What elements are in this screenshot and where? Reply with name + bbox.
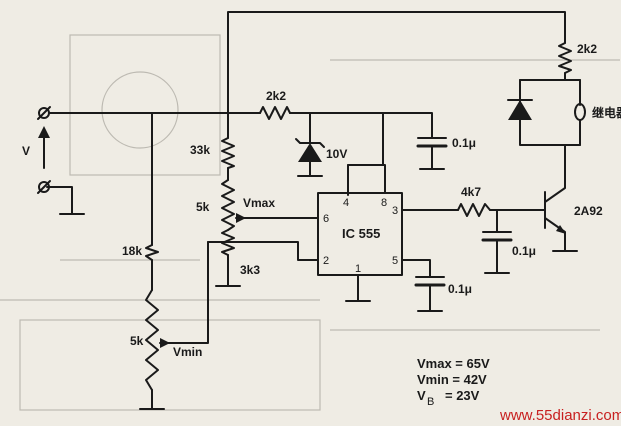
resistor-2k2-coil xyxy=(558,42,572,74)
transistor-label: 2A92 xyxy=(574,204,603,218)
ic-pin-2: 2 xyxy=(323,255,329,267)
pot-vmin-wiper-arrow xyxy=(160,338,170,348)
resistor-2k2-coil-label: 2k2 xyxy=(577,42,597,56)
transistor-emitter-arrow xyxy=(556,225,566,234)
resistor-3k3 xyxy=(221,229,235,256)
ic-555-name: IC 555 xyxy=(342,226,380,241)
spec-block: Vmax = 65V Vmin = 42V V B = 23V xyxy=(417,356,490,408)
ic-555-body xyxy=(317,192,403,276)
capacitor-top xyxy=(416,137,448,156)
input-voltage-label: V xyxy=(22,144,30,158)
resistor-33k-label: 33k xyxy=(190,143,210,157)
vmax-label: Vmax xyxy=(243,196,275,210)
pot-5k-vmax xyxy=(221,179,235,231)
ic-pin-1: 1 xyxy=(355,263,361,275)
pot-5k-vmin-label: 5k xyxy=(130,334,144,348)
vmin-label: Vmin xyxy=(173,345,202,359)
spec-vb-value: = 23V xyxy=(445,388,480,403)
zener-10v xyxy=(295,112,325,162)
resistor-4k7 xyxy=(457,203,491,217)
ic-pin-5: 5 xyxy=(392,255,398,267)
capacitor-base-label: 0.1μ xyxy=(512,244,536,258)
site-watermark: www.55dianzi.com xyxy=(499,407,621,424)
ic-pin-4: 4 xyxy=(343,197,349,209)
wires xyxy=(46,11,581,409)
input-terminals xyxy=(37,106,51,194)
spec-vb-symbol: V xyxy=(417,388,426,403)
resistor-33k xyxy=(221,137,235,169)
flyback-diode xyxy=(507,99,533,120)
resistor-18k-label: 18k xyxy=(122,244,142,258)
capacitor-pin5-label: 0.1μ xyxy=(448,282,472,296)
capacitor-base xyxy=(481,231,513,245)
relay-label: 继电器 xyxy=(592,105,621,120)
resistor-2k2-series xyxy=(259,106,291,120)
zener-10v-label: 10V xyxy=(326,147,347,161)
pot-5k-vmax-label: 5k xyxy=(196,200,210,214)
pot-vmax-wiper-arrow xyxy=(236,213,246,223)
resistor-4k7-label: 4k7 xyxy=(461,185,481,199)
capacitor-top-label: 0.1μ xyxy=(452,136,476,150)
background-ghost-lines xyxy=(0,34,620,411)
resistor-2k2-series-label: 2k2 xyxy=(266,89,286,103)
resistor-3k3-label: 3k3 xyxy=(240,263,260,277)
ic-pin-3: 3 xyxy=(392,205,398,217)
relay-coil xyxy=(574,103,586,121)
ic-pin-6: 6 xyxy=(323,213,329,225)
capacitor-pin5 xyxy=(414,276,446,290)
pot-5k-vmin xyxy=(145,289,159,391)
spec-vmax: Vmax = 65V xyxy=(417,356,490,371)
spec-vb-subscript: B xyxy=(427,396,434,408)
ic-pin-8: 8 xyxy=(381,197,387,209)
resistor-18k xyxy=(145,244,159,261)
spec-vmin: Vmin = 42V xyxy=(417,372,487,387)
